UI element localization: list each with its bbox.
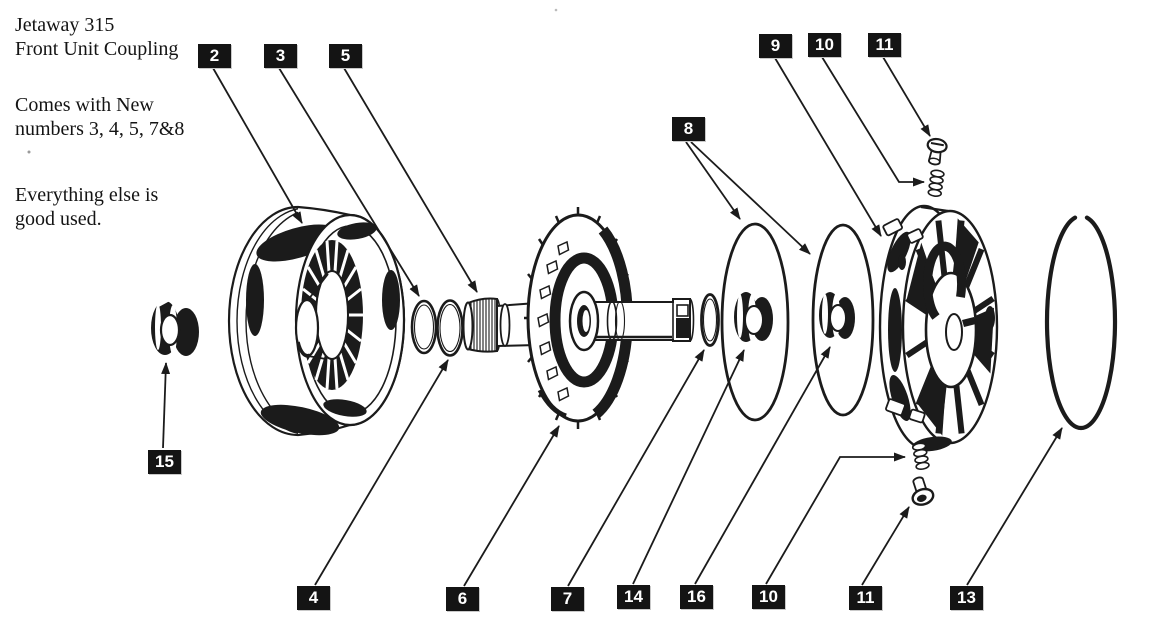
leader-line-2: [212, 67, 303, 224]
leader-line-11-top: [882, 56, 931, 137]
leader-line-5: [343, 67, 478, 293]
callout-6: 6: [446, 587, 479, 611]
turbine-blade-marks: [537, 240, 570, 402]
part-6-turbine-shaft-assembly: [496, 207, 695, 429]
leader-line-9: [774, 57, 882, 237]
part-4-seal-ring: [436, 299, 464, 357]
leader-line-6: [463, 425, 560, 587]
callout-15: 15: [148, 450, 181, 474]
leader-line-16: [694, 346, 831, 585]
scan-speck: [554, 8, 558, 12]
part-9-pump-cover: [878, 204, 999, 452]
callout-8: 8: [672, 117, 705, 141]
part-2-coupling-drum: [227, 205, 406, 437]
callout-4: 4: [297, 586, 330, 610]
note-line-3: Comes with New: [15, 94, 154, 116]
leader-line-8b: [690, 141, 811, 255]
part-13-snap-ring: [1044, 215, 1118, 431]
callout-9: 9: [759, 34, 792, 58]
callout-16: 16: [680, 585, 713, 609]
leader-line-3: [278, 67, 420, 297]
note-line-5: Everything else is: [15, 184, 159, 206]
callout-5: 5: [329, 44, 362, 68]
part-10-spring-bottom: [911, 442, 930, 471]
scan-speck: [27, 150, 31, 154]
leader-lines: [161, 56, 1063, 587]
callout-2: 2: [198, 44, 231, 68]
callout-7: 7: [551, 587, 584, 611]
note-text: Jetaway 315 Front Unit Coupling Comes wi…: [15, 13, 184, 231]
part-16-hub-bushing: [819, 292, 855, 339]
leader-line-11-bottom: [861, 506, 910, 586]
leader-line-10-bottom: [765, 452, 906, 585]
note-line-6: good used.: [15, 208, 102, 230]
part-7-seal-ring: [700, 293, 720, 347]
part-5-splined-hub: [462, 297, 502, 353]
leader-line-10-top: [821, 56, 925, 187]
callout-10-bottom: 10: [752, 585, 785, 609]
part-10-spring-top: [927, 169, 945, 198]
leader-line-14: [632, 349, 745, 585]
callout-3: 3: [264, 44, 297, 68]
part-15-bushing: [151, 298, 199, 356]
callout-11-top: 11: [868, 33, 901, 57]
leader-line-13: [966, 427, 1063, 586]
leader-line-4: [314, 359, 449, 586]
part-11-screw-top: [926, 137, 948, 166]
part-11-screw-bottom: [911, 476, 935, 506]
part-3-seal-ring: [410, 299, 438, 355]
note-line-1: Jetaway 315: [15, 14, 115, 36]
part-14-hub-bushing: [734, 292, 773, 342]
leader-line-8a: [685, 141, 741, 220]
callout-11-bottom: 11: [849, 586, 882, 610]
leader-line-7: [567, 349, 705, 587]
callout-14: 14: [617, 585, 650, 609]
callout-13: 13: [950, 586, 983, 610]
note-line-4: numbers 3, 4, 5, 7&8: [15, 118, 185, 140]
callout-10-top: 10: [808, 33, 841, 57]
leader-line-15: [161, 362, 171, 449]
note-line-2: Front Unit Coupling: [15, 38, 179, 60]
